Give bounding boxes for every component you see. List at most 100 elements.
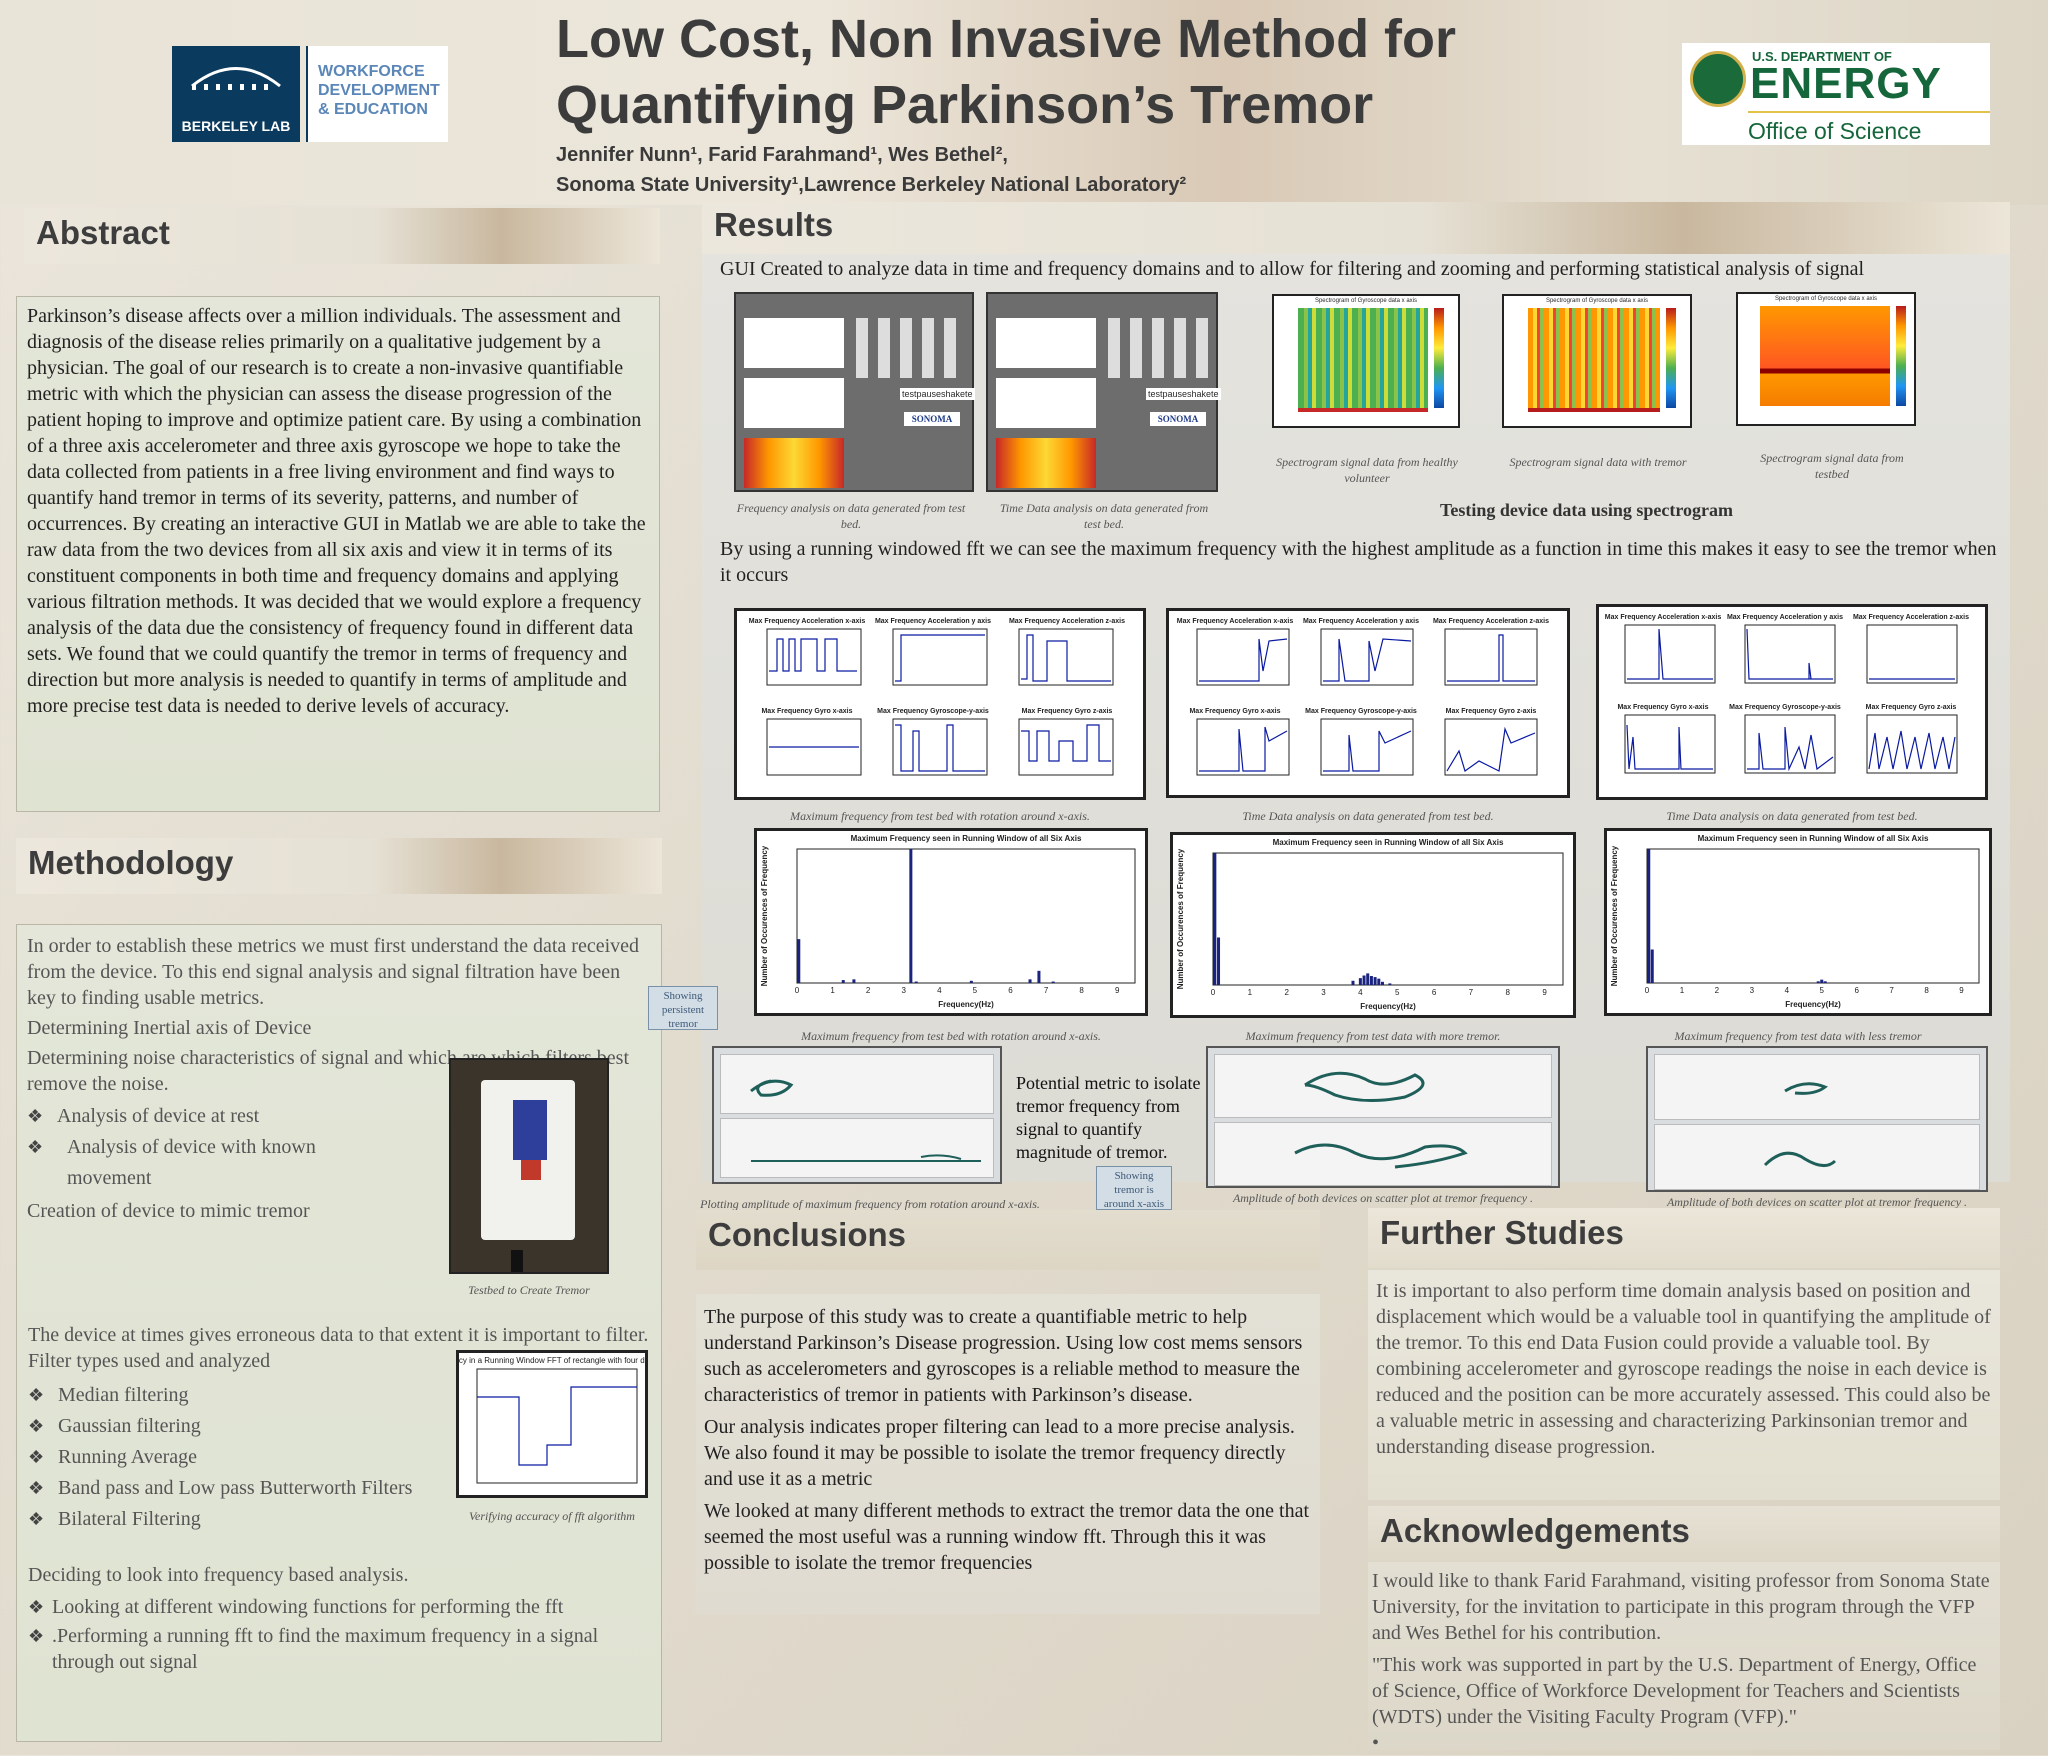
grid-panel: Max Frequency Gyroscope-y-axis — [1729, 704, 1841, 774]
histogram-title: Maximum Frequency seen in Running Window… — [851, 834, 1082, 843]
grid-panel-title: Max Frequency Acceleration y axis — [875, 618, 991, 625]
histogram-caption-less-tremor: Maximum frequency from test data with le… — [1674, 1029, 1922, 1043]
grid-panel: Max Frequency Gyro z-axis — [1866, 704, 1958, 774]
berkeley-lab-icon — [191, 67, 281, 90]
max-frequency-grid-more-tremor: Max Frequency Acceleration x-axis Max Fr… — [1166, 608, 1570, 798]
amplitude-subplot — [1214, 1054, 1552, 1118]
doe-office-label: Office of Science — [1748, 118, 1922, 144]
histogram-svg: Maximum Frequency seen in Running Window… — [1610, 834, 1980, 1009]
poster-authors: Jennifer Nunn¹, Farid Farahmand¹, Wes Be… — [556, 140, 1186, 200]
histogram-less-tremor: Maximum Frequency seen in Running Window… — [1604, 828, 1992, 1016]
histogram-title: Maximum Frequency seen in Running Window… — [1273, 838, 1504, 847]
doe-logo: U.S. DEPARTMENT OF ENERGY Office of Scie… — [1682, 43, 1990, 145]
spectrogram-testbed: Spectrogram of Gyroscope data x axis — [1736, 292, 1916, 426]
histogram-bar — [841, 980, 845, 983]
gui-plot — [744, 318, 844, 368]
doe-seal-icon — [1690, 51, 1746, 107]
amplitude-caption-testbed: Plotting amplitude of maximum frequency … — [700, 1197, 1040, 1211]
list-item: Analysis of device with known movement — [27, 1132, 347, 1194]
spectrogram-healthy: Spectrogram of Gyroscope data x axis — [1272, 294, 1460, 428]
wde-logo: WORKFORCE DEVELOPMENT & EDUCATION — [306, 46, 448, 142]
amplitude-trace — [751, 1154, 981, 1162]
gui-spectrogram — [996, 438, 1096, 488]
methodology-step1: Determining Inertial axis of Device — [27, 1017, 312, 1039]
histogram-bar — [1028, 979, 1032, 983]
histogram-bar — [1650, 949, 1654, 983]
grid-panel-title: Max Frequency Gyroscope-y-axis — [877, 708, 989, 715]
histogram-svg: Maximum Frequency seen in Running Window… — [760, 834, 1136, 1009]
histogram-bar — [1647, 849, 1651, 983]
histogram-bar — [1373, 977, 1377, 985]
further-studies-text: It is important to also perform time dom… — [1376, 1280, 1991, 1458]
histogram-bar — [1366, 973, 1370, 985]
abstract-panel: Parkinson’s disease affects over a milli… — [16, 296, 660, 812]
methodology-intro: In order to establish these metrics we m… — [27, 935, 640, 1009]
sonoma-logo: SONOMA — [1150, 412, 1206, 426]
conclusions-p1: The purpose of this study was to create … — [704, 1306, 1303, 1406]
x-tick-label: 4 — [1785, 986, 1790, 995]
x-tick-label: 5 — [973, 986, 978, 995]
spectrogram-caption-testbed: Spectrogram signal data from testbed — [1760, 451, 1904, 481]
decide-list: Looking at different windowing functions… — [28, 1592, 658, 1675]
histogram-bar — [852, 979, 856, 983]
doe-top-label: U.S. DEPARTMENT OF — [1752, 49, 1892, 64]
fft-verify-title: Max Frequency in a Running Window FFT of… — [459, 1356, 645, 1365]
list-item: Band pass and Low pass Butterworth Filte… — [28, 1473, 468, 1504]
amplitude-plot-more-tremor — [1206, 1046, 1560, 1188]
amplitude-caption-more-tremor: Amplitude of both devices on scatter plo… — [1232, 1191, 1534, 1205]
histogram-bar — [1358, 978, 1362, 985]
grid-panel: Max Frequency Acceleration y axis — [1727, 614, 1843, 684]
list-item: Looking at different windowing functions… — [28, 1592, 658, 1623]
x-tick-label: 3 — [902, 986, 907, 995]
metric-text: Potential metric to isolate tremor frequ… — [1016, 1073, 1201, 1162]
methodology-step3: Creation of device to mimic tremor — [27, 1200, 310, 1222]
amplitude-subplot — [720, 1054, 994, 1114]
x-tick-label: 6 — [1008, 986, 1013, 995]
grid-panel-title: Max Frequency Gyro x-axis — [761, 708, 852, 715]
gui-spectrogram — [744, 438, 844, 488]
gui-plot — [744, 378, 844, 428]
histogram-bar — [1051, 981, 1055, 983]
grid-panel: Max Frequency Gyro z-axis — [1018, 708, 1114, 776]
grid-panel: Max Frequency Acceleration x-axis — [1605, 614, 1721, 684]
x-tick-label: 9 — [1115, 986, 1120, 995]
grid-caption-testbed: Maximum frequency from test bed with rot… — [790, 809, 1090, 823]
amplitude-subplot — [1214, 1122, 1552, 1186]
histogram-bar — [914, 981, 918, 983]
x-tick-label: 7 — [1044, 986, 1049, 995]
x-axis-label: Frequency(Hz) — [938, 1000, 994, 1009]
amplitude-trace — [1304, 1071, 1425, 1103]
spectrogram-image — [1528, 308, 1660, 412]
histogram-bar — [797, 939, 801, 983]
further-studies-panel: It is important to also perform time dom… — [1368, 1270, 2000, 1500]
y-axis-label: Number of Occurences of Frequency — [1610, 845, 1619, 986]
grid-caption-more-tremor: Time Data analysis on data generated fro… — [1242, 809, 1494, 823]
grid-panel: Max Frequency Gyro x-axis — [1189, 708, 1290, 776]
amplitude-caption-less-tremor: Amplitude of both devices on scatter plo… — [1666, 1195, 1968, 1209]
x-tick-label: 2 — [1284, 988, 1289, 997]
spectrogram-tremor: Spectrogram of Gyroscope data x axis — [1502, 294, 1692, 428]
x-tick-label: 0 — [1211, 988, 1216, 997]
acknowledgements-p2: "This work was supported in part by the … — [1372, 1654, 1977, 1728]
histogram-caption-more-tremor: Maximum frequency from test data with mo… — [1245, 1029, 1501, 1043]
grid-caption-less-tremor: Time Data analysis on data generated fro… — [1666, 809, 1918, 823]
histogram-bar — [1820, 979, 1824, 983]
grid-panel-title: Max Frequency Gyro x-axis — [1617, 704, 1708, 711]
max-frequency-grid-svg: Max Frequency Acceleration x-axis Max Fr… — [1605, 614, 1969, 774]
spectrogram-caption-healthy: Spectrogram signal data from healthy vol… — [1276, 455, 1458, 485]
methodology-bullets-1: Analysis of device at rest Analysis of d… — [27, 1101, 347, 1194]
spectrogram-caption-tremor: Spectrogram signal data with tremor — [1509, 455, 1687, 469]
poster-title: Low Cost, Non Invasive Method for Quanti… — [556, 9, 1457, 135]
histogram-title: Maximum Frequency seen in Running Window… — [1698, 834, 1929, 843]
testbed-caption: Testbed to Create Tremor — [468, 1283, 590, 1297]
grid-panel: Max Frequency Gyroscope-y-axis — [1305, 708, 1417, 776]
berkeley-lab-label: BERKELEY LAB — [181, 118, 291, 134]
conclusions-p3: We looked at many different methods to e… — [704, 1500, 1310, 1574]
fft-verify-svg: Max Frequency in a Running Window FFT of… — [412, 1356, 692, 1484]
grid-panel: Max Frequency Gyroscope-y-axis — [877, 708, 989, 776]
histogram-more-tremor: Maximum Frequency seen in Running Window… — [1170, 832, 1576, 1018]
spectrogram-image — [1298, 308, 1428, 412]
histogram-testbed: Maximum Frequency seen in Running Window… — [754, 828, 1148, 1016]
testbed-board — [513, 1100, 547, 1160]
acknowledgements-panel: I would like to thank Farid Farahmand, v… — [1368, 1562, 2000, 1754]
